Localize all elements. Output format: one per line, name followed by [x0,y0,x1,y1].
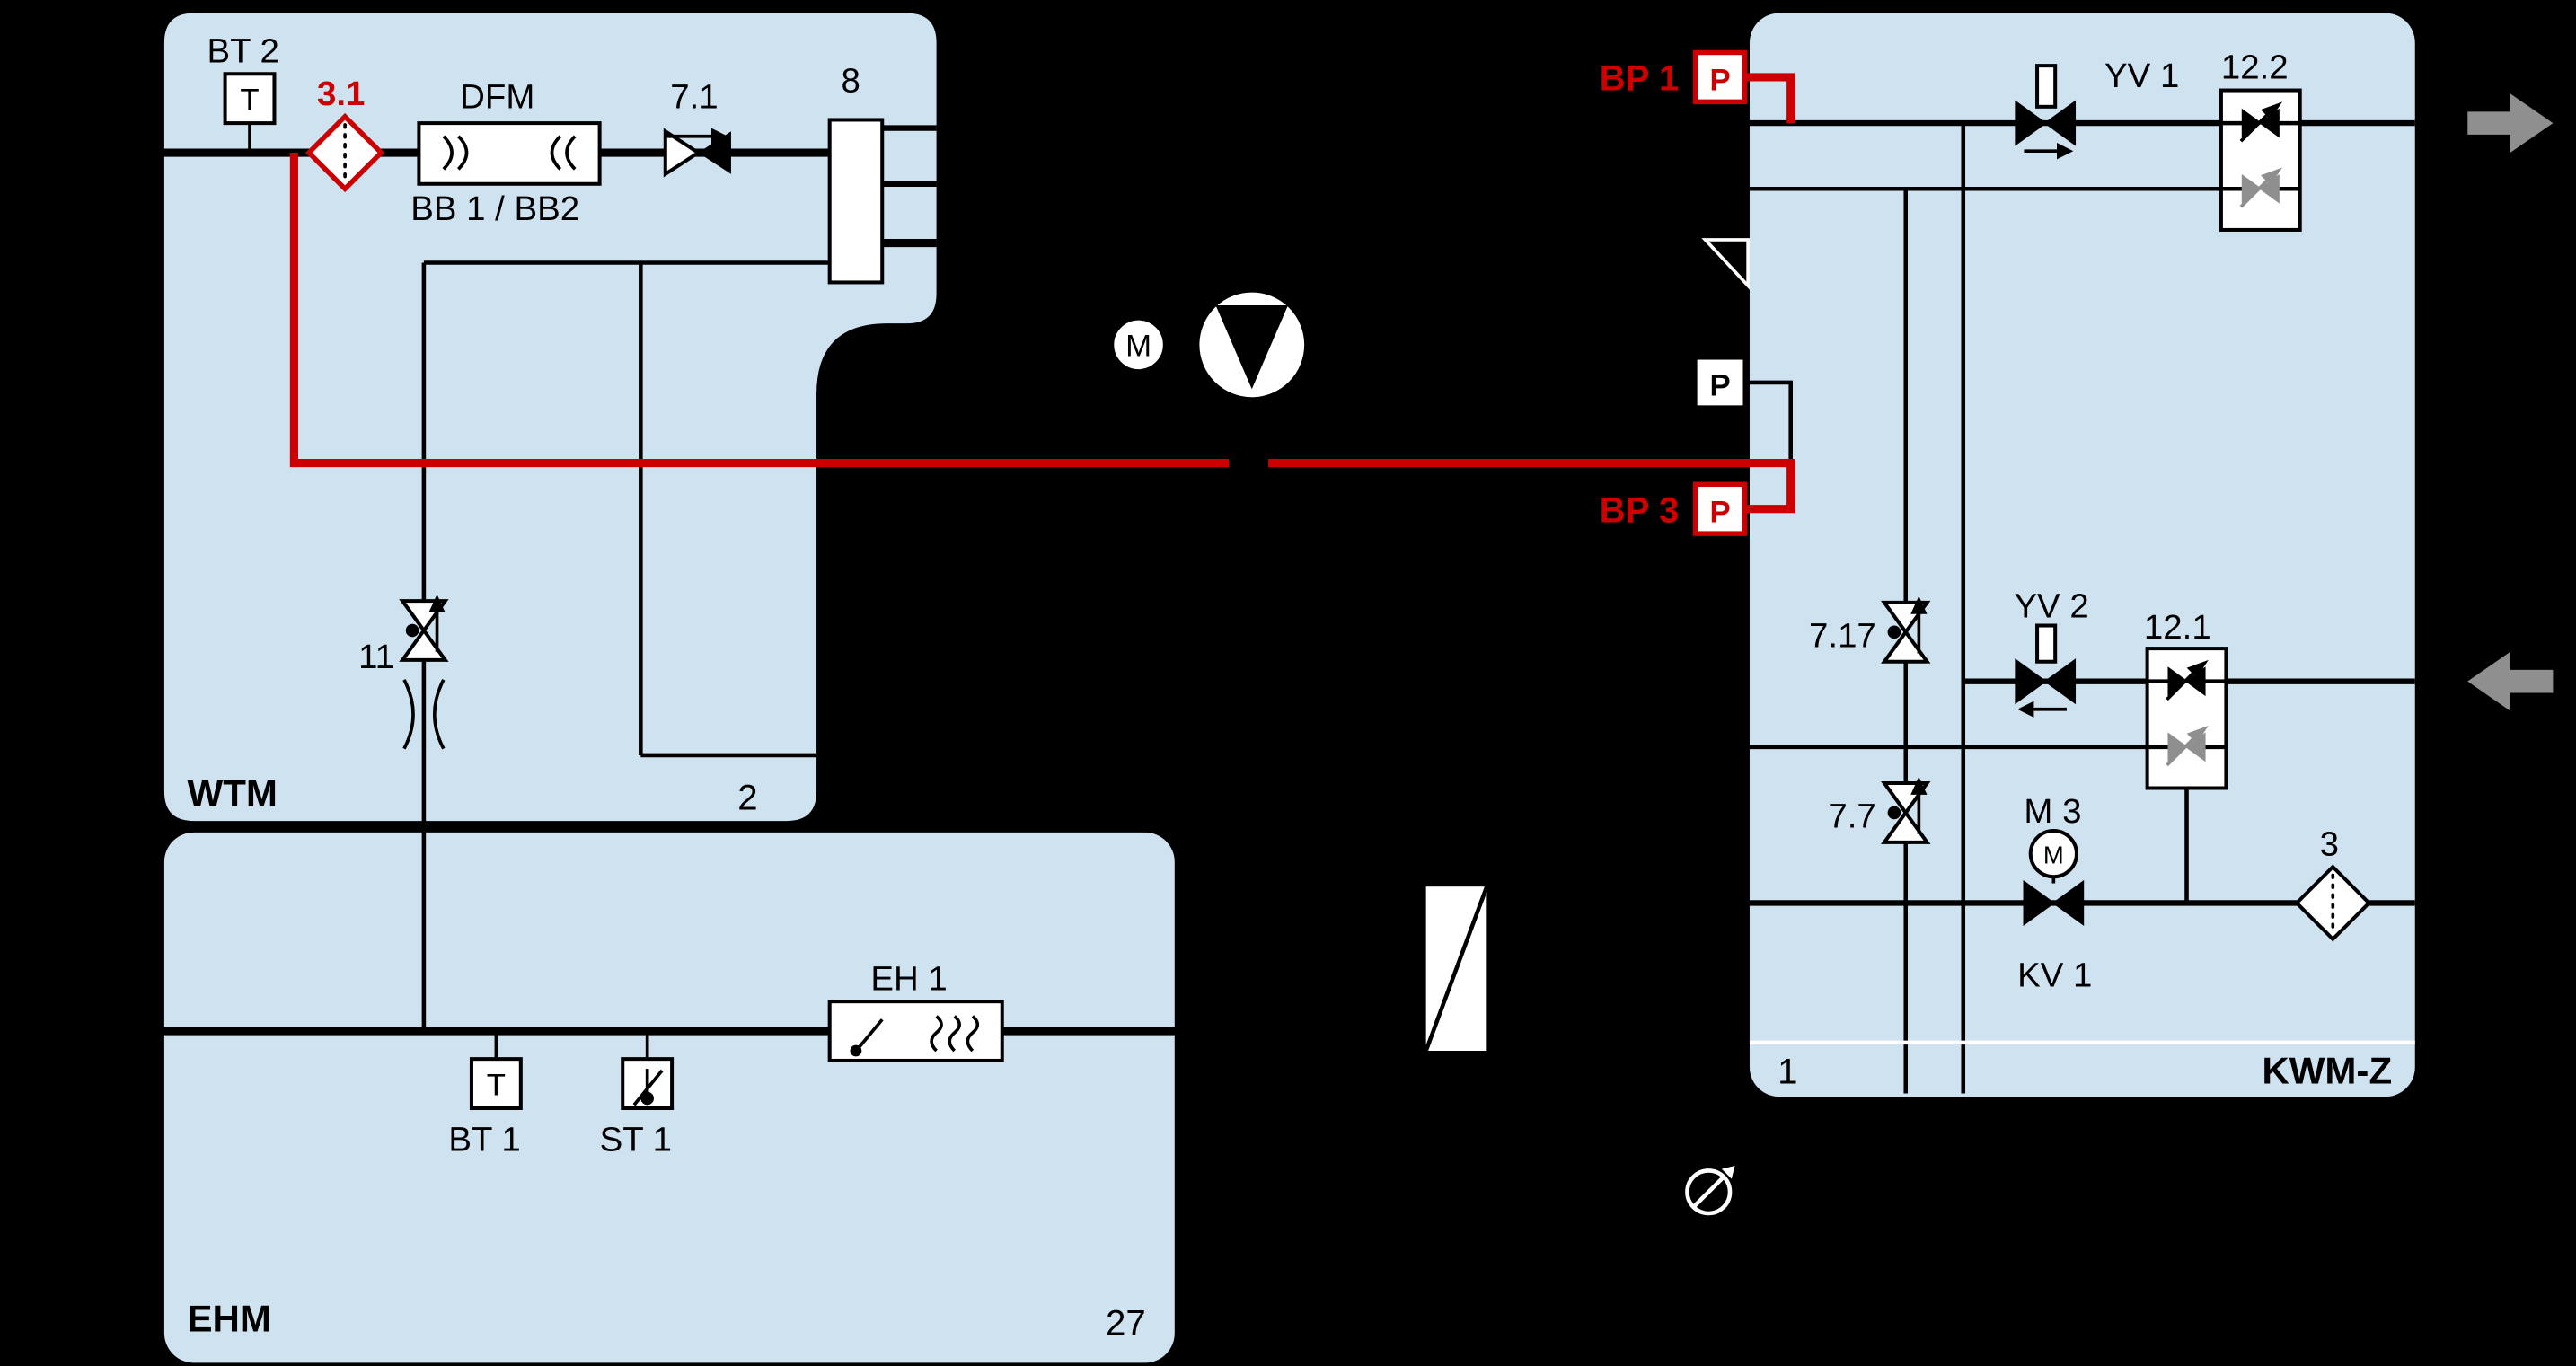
kv1-m3-valve-icon: M [2023,829,2085,926]
bt1-sensor-letter: T [487,1068,506,1102]
valve-7-17-label: 7.17 [1809,616,1876,655]
ehm-pipes [159,1027,1180,1060]
ehm-module-name: EHM [188,1298,271,1340]
red-pressure-lines [289,73,1795,514]
yv2-valve-icon [2015,623,2077,718]
bp3-label: BP 3 [1600,489,1680,530]
pump-motor-icon: M [1110,316,1167,374]
filter-3-icon [2294,864,2372,942]
filter-3-1-icon [304,112,385,193]
dfm-sub-label: BB 1 / BB2 [410,189,579,228]
pump-motor-letter: M [1125,330,1151,364]
kwmz-module [1749,13,2415,1097]
filter-3-label: 3 [2320,824,2339,863]
bt2-label: BT 2 [207,31,278,70]
flow-in-arrow-icon [2467,651,2554,711]
yv2-label: YV 2 [2014,586,2088,625]
kwmz-module-name: KWM-Z [2262,1050,2392,1092]
hydraulic-separator-icon [1424,886,1489,1052]
wtm-module-number: 2 [737,777,757,817]
dfm-label: DFM [460,78,534,117]
eh1-label: EH 1 [870,959,947,998]
heat-exchanger-8-label: 8 [841,61,860,100]
filter-3-1-label: 3.1 [317,75,365,113]
p-sensor: P [1693,356,1747,410]
bp1-sensor-letter: P [1709,64,1730,98]
bp3-sensor-letter: P [1709,495,1730,529]
gauge-icon [1685,1165,1735,1216]
drain-icon [1701,238,1750,290]
m3-motor-letter: M [2043,842,2064,869]
unit-12-2-icon [2221,91,2300,230]
unit-12-2-label: 12.2 [2221,48,2289,87]
flex-connector-icon [402,678,446,750]
valve-7-1-icon [663,128,731,178]
dfm-flowmeter [417,121,602,186]
bp3-sensor: P [1692,481,1748,536]
bp1-sensor: P [1692,49,1748,105]
yv1-valve-icon [2015,64,2077,160]
kwmz-module-number: 1 [1778,1052,1797,1092]
pump-pipes [1164,343,1255,493]
bt1-label: BT 1 [448,1121,520,1159]
bt2-sensor-letter: T [240,83,259,117]
valve-7-7-label: 7.7 [1828,797,1875,835]
st1-label: ST 1 [600,1121,672,1159]
st1-sensor [621,1057,675,1110]
m3-label: M 3 [2024,792,2081,831]
eh1-heater-icon [827,1000,1004,1062]
kv1-label: KV 1 [2017,956,2092,995]
bt2-sensor: T [223,72,277,126]
bt1-sensor: T [469,1057,523,1110]
flow-out-arrow-icon [2467,93,2554,154]
heat-exchanger-8 [827,118,885,285]
unit-12-1-icon [2148,648,2227,788]
unit-12-1-label: 12.1 [2144,608,2211,647]
ehm-module-number: 27 [1106,1302,1146,1343]
p-sensor-letter: P [1709,369,1730,403]
yv1-label: YV 1 [2104,57,2179,95]
valve-7-1-label: 7.1 [670,78,718,117]
pump-icon [1195,288,1309,401]
wtm-module-name: WTM [188,772,278,815]
wtm-module [163,13,937,822]
valve-11-label: 11 [358,638,394,676]
bp1-label: BP 1 [1600,58,1680,99]
